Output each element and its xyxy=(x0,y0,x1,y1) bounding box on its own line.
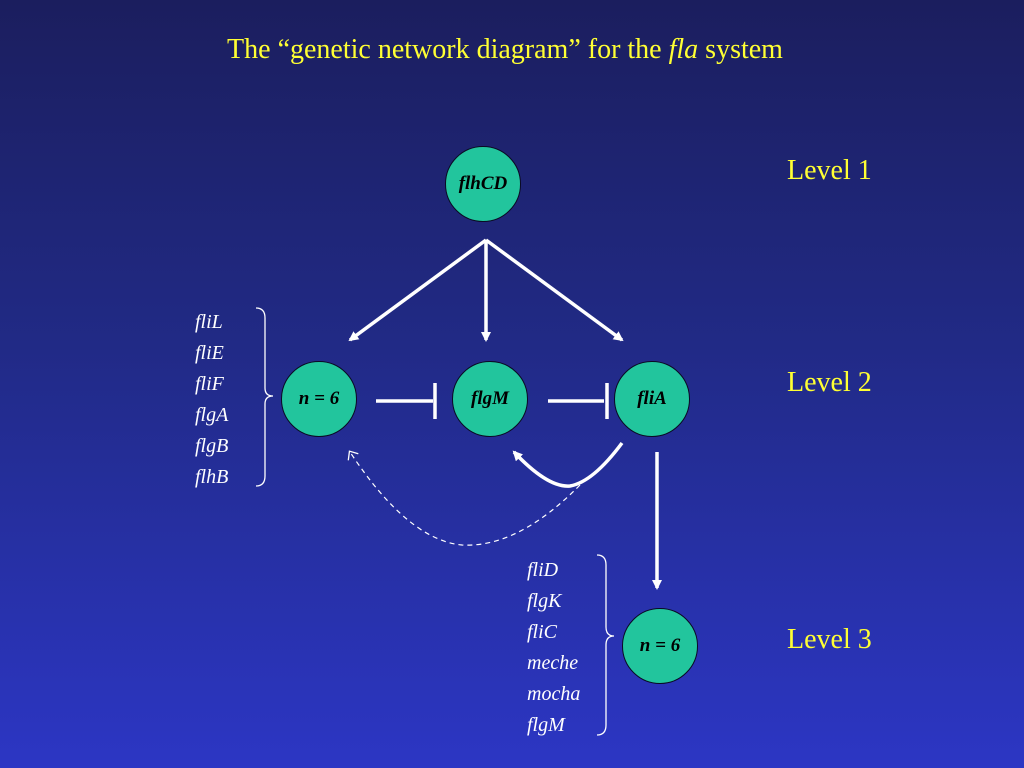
gene-item: flhB xyxy=(195,466,229,488)
node-class2: n = 6 xyxy=(281,361,357,437)
node-flgm-label: flgM xyxy=(471,388,509,409)
title-emphasis: fla xyxy=(668,34,699,65)
node-class3-label: n = 6 xyxy=(639,635,681,656)
node-flia: fliA xyxy=(614,361,690,437)
gene-item: fliC xyxy=(527,621,558,643)
level-2-label: Level 2 xyxy=(787,367,872,398)
arrow-flhcd-to-flia xyxy=(484,238,624,342)
feedback-flia-to-flgm xyxy=(512,441,624,488)
gene-item: meche xyxy=(527,652,579,674)
class3-gene-list: fliD flgK fliC meche mocha flgM xyxy=(527,555,580,741)
gene-item: fliE xyxy=(195,342,224,364)
node-flhcd: flhCD xyxy=(445,146,521,222)
gene-item: mocha xyxy=(527,683,581,705)
node-class2-label: n = 6 xyxy=(298,388,340,409)
page-title: The “genetic network diagram” for the fl… xyxy=(0,34,1010,66)
gene-item: fliL xyxy=(195,311,223,333)
gene-item: fliF xyxy=(195,373,224,395)
brace-class2-genes xyxy=(255,307,274,487)
title-suffix: system xyxy=(705,34,783,65)
gene-item: flgA xyxy=(195,404,229,426)
node-class3: n = 6 xyxy=(622,608,698,684)
node-flhcd-label: flhCD xyxy=(458,173,508,194)
title-prefix: The “genetic network diagram” for the xyxy=(227,34,662,65)
node-flia-label: fliA xyxy=(637,388,667,409)
class2-gene-list: fliL fliE fliF flgA flgB flhB xyxy=(195,307,228,493)
gene-item: flgM xyxy=(527,714,565,736)
gene-item: fliD xyxy=(527,559,559,581)
gene-item: flgB xyxy=(195,435,229,457)
level-3-label: Level 3 xyxy=(787,624,872,655)
level-1-label: Level 1 xyxy=(787,155,872,186)
arrow-flhcd-to-class2 xyxy=(348,238,488,342)
brace-class3-genes xyxy=(596,554,615,736)
node-flgm: flgM xyxy=(452,361,528,437)
gene-item: flgK xyxy=(527,590,562,612)
dashed-feedback-to-class2 xyxy=(347,450,581,546)
